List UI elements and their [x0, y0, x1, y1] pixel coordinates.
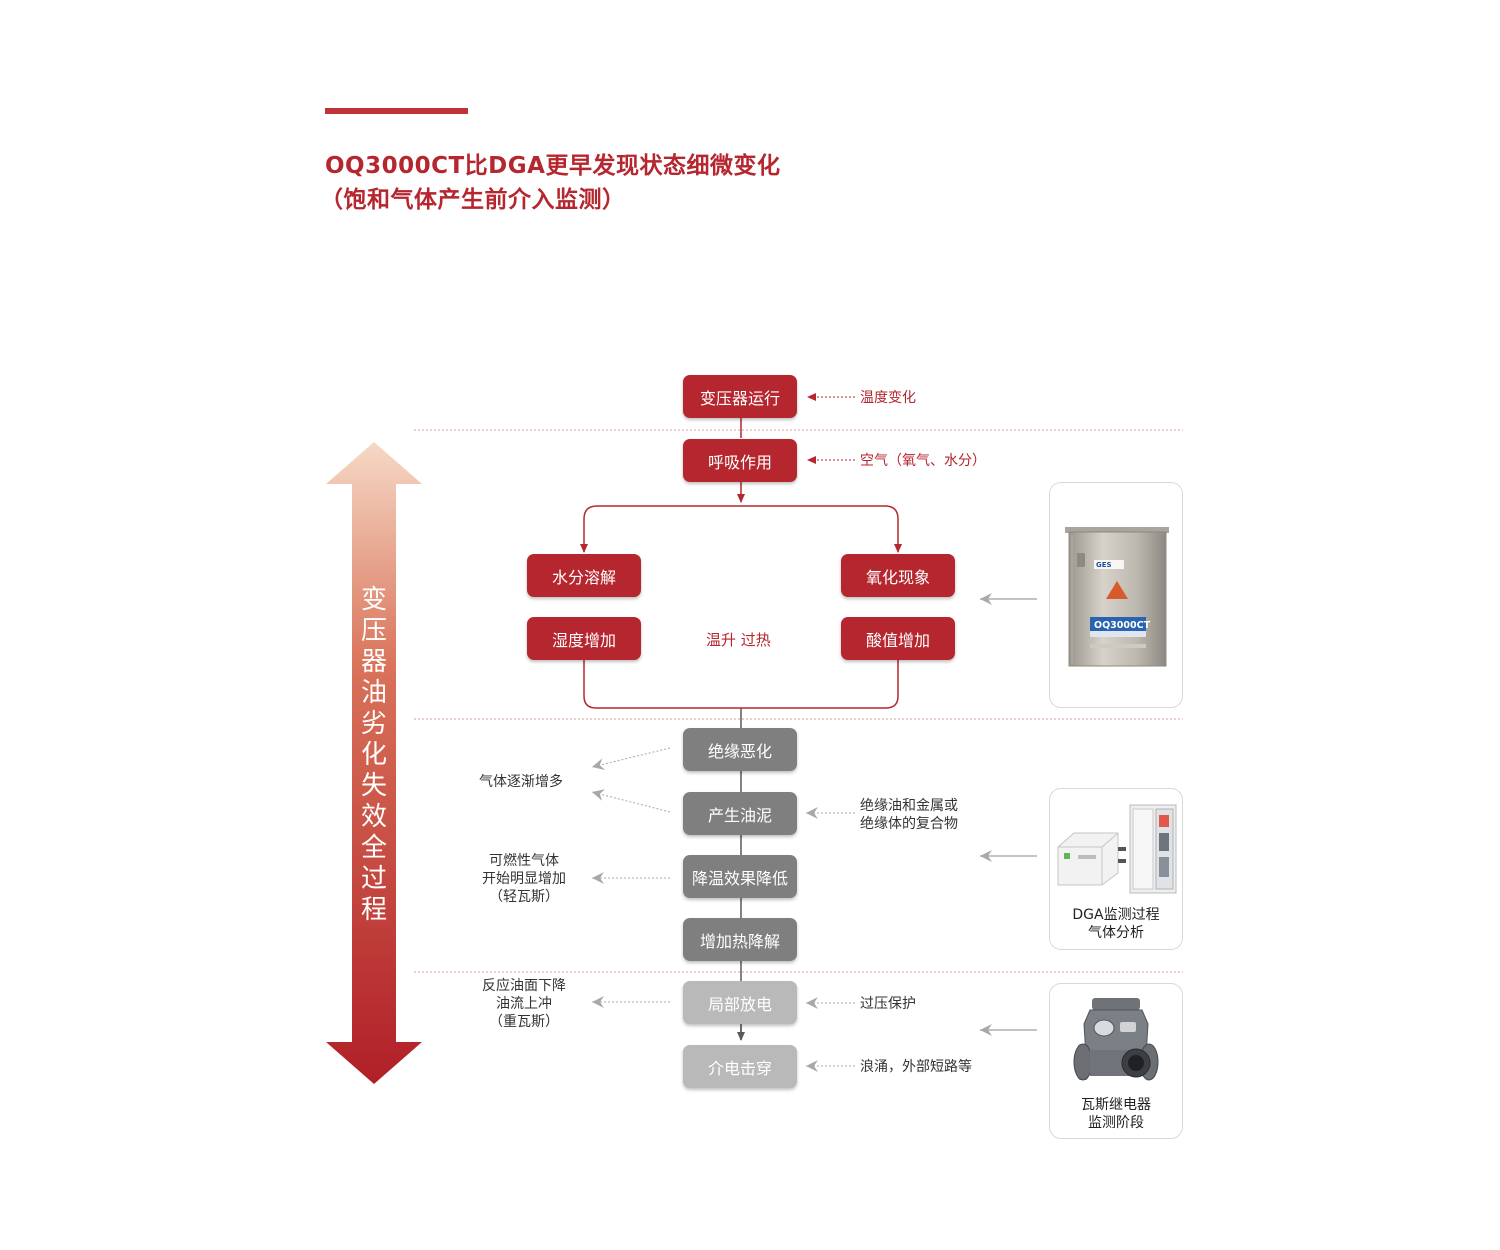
step-acid-up: 酸值增加 — [841, 617, 955, 660]
dga-card-caption: DGA监测过程气体分析 — [1072, 907, 1160, 941]
branch-left — [580, 505, 741, 553]
step-sludge: 产生油泥 — [683, 792, 797, 835]
oq3000ct-cabinet-image: GES OQ3000CT — [1065, 527, 1169, 667]
branch-right — [741, 505, 902, 553]
gas-relay-card: 瓦斯继电器监测阶段 — [1049, 983, 1183, 1139]
step-partial-discharge: 局部放电 — [683, 981, 797, 1024]
merge-loop — [583, 660, 899, 709]
annotation-temp-change: 温度变化 — [860, 390, 916, 406]
annotation-sludge-cause: 绝缘油和金属或绝缘体的复合物 — [860, 798, 958, 832]
page-title: OQ3000CT比DGA更早发现状态细微变化 — [325, 153, 781, 179]
output-arrow — [591, 747, 671, 770]
gas-relay-image — [1073, 998, 1159, 1081]
process-arrow-label: 变压 器油 劣化 失效 全过 程 — [360, 585, 387, 925]
step-insulation-worse: 绝缘恶化 — [683, 728, 797, 771]
gas-relay-card-caption: 瓦斯继电器监测阶段 — [1081, 1097, 1151, 1131]
oq3000ct-card: GES OQ3000CT — [1049, 482, 1183, 708]
step-humidity-up: 湿度增加 — [527, 617, 641, 660]
device-label-text: OQ3000CT — [1094, 620, 1151, 631]
step-transformer-run: 变压器运行 — [683, 375, 797, 418]
annotation-combustible-gas: 可燃性气体开始明显增加（轻瓦斯） — [482, 853, 566, 905]
step-oxidation: 氧化现象 — [841, 554, 955, 597]
step-water-dissolve: 水分溶解 — [527, 554, 641, 597]
annotation-overpressure: 过压保护 — [860, 996, 916, 1012]
annotation-air: 空气（氧气、水分） — [860, 453, 986, 469]
step-breathing: 呼吸作用 — [683, 439, 797, 482]
page-subtitle: （饱和气体产生前介入监测） — [320, 187, 626, 213]
brand-logo-text: GES — [1096, 561, 1112, 569]
annotation-surge: 浪涌，外部短路等 — [860, 1059, 972, 1075]
dga-card: DGA监测过程气体分析 — [1049, 788, 1183, 950]
annotation-heating: 温升 过热 — [706, 631, 771, 649]
title-accent-bar — [325, 108, 468, 114]
annotation-gas-increase: 气体逐渐增多 — [479, 774, 563, 790]
output-arrow — [591, 789, 671, 813]
step-thermal-decomp: 增加热降解 — [683, 918, 797, 961]
process-double-arrow — [326, 442, 422, 1084]
step-breakdown: 介电击穿 — [683, 1045, 797, 1088]
dga-equipment-image — [1057, 804, 1177, 894]
step-cooling-down: 降温效果降低 — [683, 855, 797, 898]
annotation-oil-reaction: 反应油面下降油流上冲（重瓦斯） — [482, 978, 566, 1030]
